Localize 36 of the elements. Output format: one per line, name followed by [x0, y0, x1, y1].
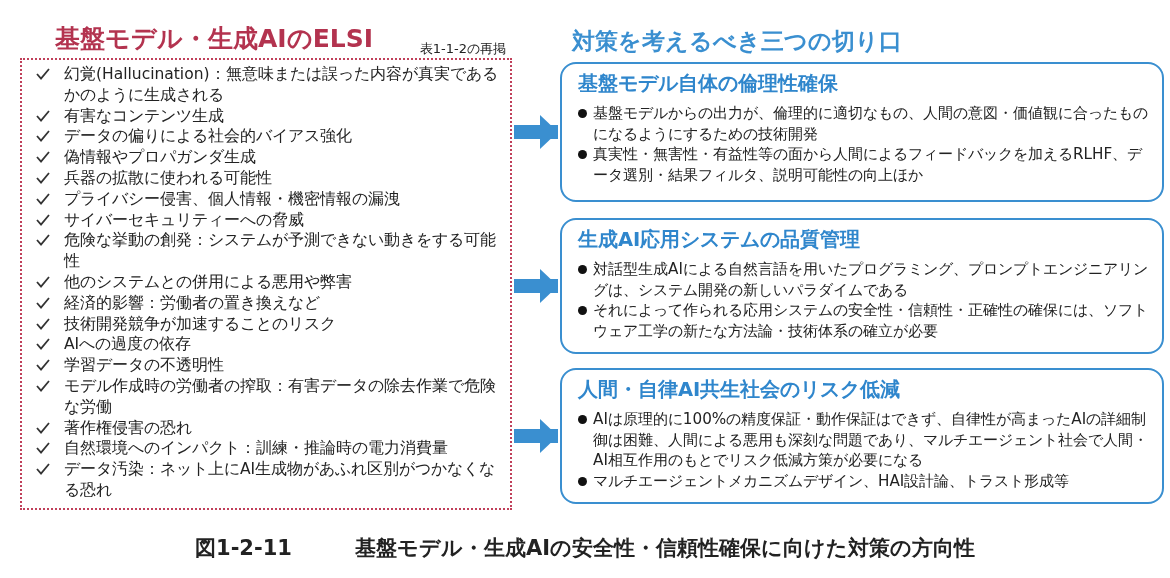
arrow [514, 115, 558, 149]
list-item: データの偏りによる社会的バイアス強化 [64, 126, 352, 148]
list-item: 偽情報やプロパガンダ生成 [64, 147, 256, 168]
note-text: 表1-1-2の再掲 [419, 40, 506, 58]
box-heading: 生成AI応用システムの品質管理 [578, 227, 861, 253]
bullet-text: AIは原理的に100%の精度保証・動作保証はできず、自律性が高まったAIの詳細制御は困難、人間による悪用も深刻な問題であり、マルチエージェント社会で人間・AI相互作用のもとでリスク低減方策が必要になる [593, 409, 1148, 471]
list-item: サイバーセキュリティーへの脅威 [64, 209, 304, 231]
figure-caption: 図1-2-11 基盤モデル・生成AIの安全性・信頼性確保に向けた対策の方向性 [194, 535, 976, 562]
list-item: 危険な挙動の創発：システムが予測できない動きをする可能性 [64, 230, 497, 272]
rounded-box [560, 62, 1164, 202]
box-heading: 人間・自律AI共生社会のリスク低減 [578, 377, 901, 403]
bullet-text: 対話型生成AIによる自然言語を用いたプログラミング、プロンプトエンジニアリングは、システム開発の新しいパラダイムである [593, 259, 1148, 300]
bullet-text: 基盤モデルからの出力が、倫理的に適切なもの、人間の意図・価値観に合ったものになるようにするための技術開発 [593, 103, 1148, 144]
list-item: 他のシステムとの併用による悪用や弊害 [64, 271, 352, 293]
box-heading: 基盤モデル自体の倫理性確保 [578, 71, 838, 97]
list-item: 著作権侵害の恐れ [64, 417, 192, 439]
list-item: プライバシー侵害、個人情報・機密情報の漏洩 [64, 188, 400, 210]
list-item: 幻覚(Hallucination)：無意味または誤った内容が真実であるかのように生成される [64, 64, 499, 106]
list-item: 経済的影響：労働者の置き換えなど [64, 292, 320, 314]
list-item: 自然環境へのインパクト：訓練・推論時の電力消費量 [64, 438, 448, 460]
rounded-box [560, 218, 1164, 354]
list-item: 学習データの不透明性 [64, 355, 224, 376]
section-heading: 基盤モデル・生成AIのELSI [55, 23, 373, 55]
bullet-text: それによって作られる応用システムの安全性・信頼性・正確性の確保には、ソフトウェア工学の新たな方法論・技術体系の確立が必要 [593, 300, 1148, 341]
list-item: AIへの過度の依存 [64, 334, 192, 356]
rounded-box [560, 368, 1164, 504]
arrow [514, 269, 558, 303]
list-item: 技術開発競争が加速することのリスク [64, 313, 336, 335]
list-item: 兵器の拡散に使われる可能性 [64, 168, 272, 189]
list-item: データ汚染：ネット上にAI生成物があふれ区別がつかなくなる恐れ [64, 459, 497, 501]
bullet-text: マルチエージェントメカニズムデザイン、HAI設計論、トラスト形成等 [593, 470, 1070, 491]
bullet-text: 真実性・無害性・有益性等の面から人間によるフィードバックを加えるRLHF、データ選別・結果フィルタ、説明可能性の向上ほか [593, 144, 1144, 185]
column-heading: 対策を考えるべき三つの切り口 [572, 27, 902, 56]
arrow [514, 419, 558, 453]
list-item: 有害なコンテンツ生成 [64, 105, 224, 127]
list-item: モデル作成時の労働者の搾取：有害データの除去作業で危険な労働 [64, 375, 497, 418]
